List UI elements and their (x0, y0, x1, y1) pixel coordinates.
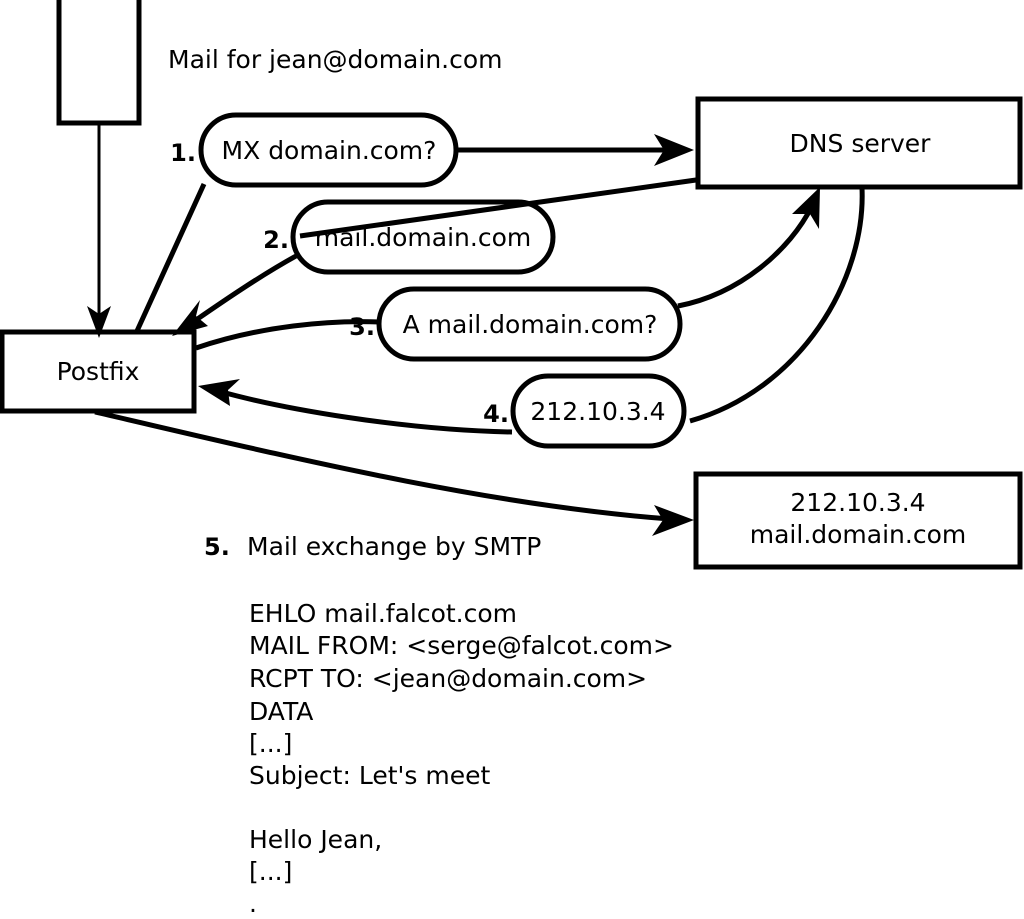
node-postfix: Postfix (0, 329, 197, 414)
step-number-3: 3. (349, 313, 375, 341)
edge-dns-to-step4 (689, 187, 865, 424)
step-5-label: Mail exchange by SMTP (247, 532, 541, 561)
smtp-line: . (249, 889, 257, 918)
node-postfix-label: Postfix (57, 357, 140, 386)
node-mail-server-ip: 212.10.3.4 (790, 488, 925, 517)
edge-step2-to-postfix (172, 253, 298, 336)
bubble-step-4-label: 212.10.3.4 (530, 397, 665, 426)
edge-sender-to-postfix (87, 123, 111, 338)
bubble-step-2: mail.domain.com (290, 199, 556, 275)
smtp-line: Hello Jean, (249, 825, 382, 854)
edge-dns-to-step2 (299, 177, 697, 239)
node-mail-server-hostname: mail.domain.com (750, 520, 966, 549)
smtp-line: Subject: Let's meet (249, 761, 490, 790)
bubble-step-3-label: A mail.domain.com? (403, 310, 658, 339)
node-sender-box (56, 0, 142, 126)
edge-postfix-to-step1 (134, 182, 207, 333)
smtp-transcript: EHLO mail.falcot.com MAIL FROM: <serge@f… (249, 599, 674, 918)
step-number-1: 1. (170, 139, 196, 167)
smtp-line: RCPT TO: <jean@domain.com> (249, 664, 647, 693)
edge-postfix-to-mailserver (94, 409, 694, 536)
edge-step4-to-postfix (198, 379, 513, 435)
step-number-5: 5. (204, 533, 230, 561)
smtp-line: [...] (249, 729, 292, 758)
node-mail-server: 212.10.3.4 mail.domain.com (693, 471, 1023, 570)
node-dns-server-label: DNS server (790, 129, 932, 158)
node-dns-server: DNS server (695, 96, 1023, 190)
smtp-line: DATA (249, 697, 313, 726)
bubble-step-2-label: mail.domain.com (315, 223, 531, 252)
edge-step3-to-dns (677, 187, 820, 309)
smtp-line: EHLO mail.falcot.com (249, 599, 517, 628)
bubble-step-4: 212.10.3.4 (510, 373, 687, 449)
bubble-step-3: A mail.domain.com? (376, 286, 683, 362)
step-number-4: 4. (483, 400, 509, 428)
edge-step1-to-dns (458, 134, 694, 166)
step-number-2: 2. (263, 226, 289, 254)
bubble-step-1-label: MX domain.com? (222, 136, 437, 165)
mail-for-heading: Mail for jean@domain.com (168, 45, 503, 74)
smtp-line: [...] (249, 857, 292, 886)
smtp-line: MAIL FROM: <serge@falcot.com> (249, 631, 674, 660)
edge-postfix-to-step3 (195, 319, 381, 351)
bubble-step-1: MX domain.com? (198, 112, 459, 188)
